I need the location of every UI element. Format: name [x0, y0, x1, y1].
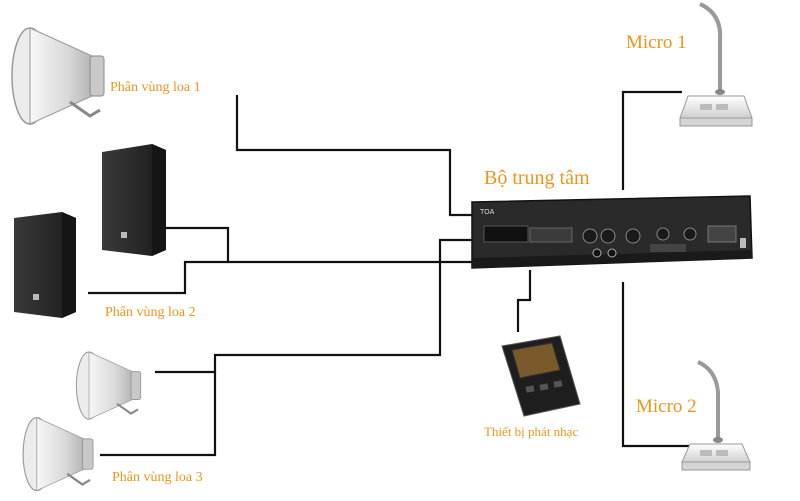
amplifier-brand: TOA — [480, 209, 495, 216]
horn-speaker-icon — [75, 351, 142, 420]
desk-microphone-icon — [681, 360, 751, 471]
central-unit-label: Bộ trung tâm — [484, 167, 590, 189]
micro-2-label: Micro 2 — [636, 396, 697, 417]
zone-2-label: Phân vùng loa 2 — [105, 305, 196, 320]
horn-speaker-icon — [11, 27, 105, 125]
wall-speaker-icon — [14, 212, 76, 318]
music-player-label: Thiết bị phát nhạc — [484, 424, 579, 439]
music-player-icon — [501, 335, 581, 417]
zone-3-label: Phân vùng loa 3 — [112, 470, 203, 485]
desk-microphone-icon — [679, 2, 753, 127]
horn-speaker-icon — [22, 417, 94, 492]
micro-1-label: Micro 1 — [626, 32, 687, 53]
wires — [88, 90, 690, 457]
zone-1-label: Phân vùng loa 1 — [110, 80, 201, 95]
amplifier-icon: TOA — [471, 195, 753, 269]
wall-speaker-icon — [102, 144, 166, 256]
